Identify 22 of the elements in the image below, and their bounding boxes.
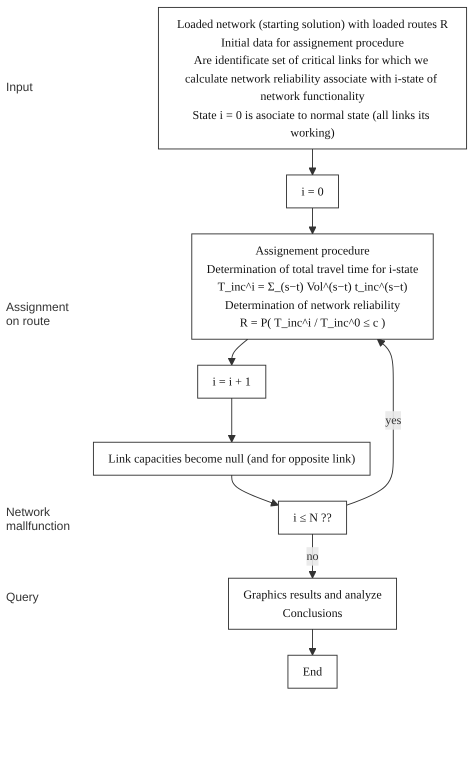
arrow [308,148,317,176]
arrow [308,207,317,234]
stage-label: Assignment on route [6,300,70,328]
node-box: i = i + 1 [197,364,266,399]
arrow [308,628,317,656]
stage-label: Query [6,590,40,604]
node-box: End [287,654,338,689]
edge-label: yes [385,413,402,427]
arrow [308,534,317,579]
stage-label: Network mallfunction [6,505,72,533]
arrow [228,338,248,366]
stage-label: Input [6,80,34,94]
node-box: i ≤ N ?? [278,500,348,535]
node-box: i = 0 [286,174,339,208]
arrow [231,474,279,507]
arrow [228,398,236,443]
edge-label: no [306,548,319,563]
arrow [346,338,394,506]
node-box: Graphics results and analyze Conclusions [228,578,397,630]
node-box: Assignement procedure Determination of total travel time for i-state T_inc^i = Σ_(s−t) Vol^(s−t) t_inc^(s−t) Determination of network reliability R = P( T_inc^i / T_inc^0 ≤ c ) [191,233,434,340]
node-box: Loaded network (starting solution) with loaded routes R Initial data for assignement procedure Are identificate set of critical links for which we calculate network reliability associate with i-state of network functionality State i = 0 is asociate to normal state (all links its working) [158,6,468,150]
node-box: Link capacities become null (and for opposite link) [92,442,371,476]
